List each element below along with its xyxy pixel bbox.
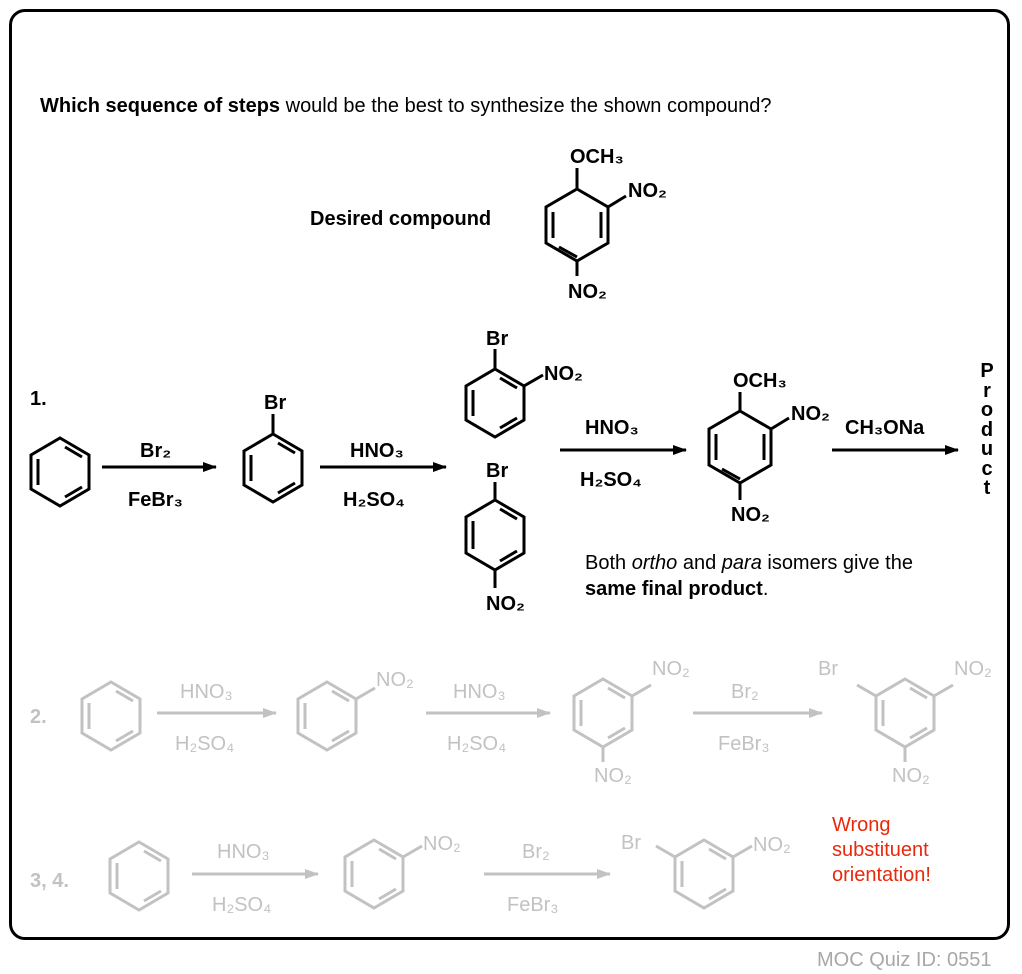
para-br-label: Br [486, 460, 508, 482]
route1-step2-bottom: H₂SO₄ [343, 489, 405, 511]
desired-no2-para: NO₂ [568, 281, 607, 303]
product-vertical-label: P r o d u c t [972, 360, 1002, 499]
wrong-orientation-note: Wrong substituent orientation! [832, 813, 931, 888]
route34-product-no2: NO₂ [753, 834, 791, 856]
route2-step1-top: HNO₃ [180, 681, 233, 703]
route1-benzene [29, 436, 91, 508]
note-ortho: ortho [631, 552, 678, 574]
desired-compound-label: Desired compound [310, 208, 491, 230]
route34-number: 3, 4. [30, 870, 69, 892]
route1-ortho-isomer [464, 349, 544, 439]
route1-number: 1. [30, 388, 47, 410]
wrong-line: substituent [832, 839, 929, 861]
ortho-br-label: Br [486, 328, 508, 350]
wrong-line: Wrong [832, 814, 891, 836]
intermediate-no2-para: NO₂ [731, 504, 770, 526]
route1-step1-bottom: FeBr₃ [128, 489, 183, 511]
product-letter: r [983, 379, 991, 402]
route34-nitrobenzene [343, 838, 423, 910]
intermediate-no2-ortho: NO₂ [791, 403, 830, 425]
route34-benzene [108, 840, 170, 912]
note-text: . [762, 578, 769, 600]
route1-bromobenzene [242, 414, 304, 504]
route2-product-no2-bottom: NO₂ [892, 765, 930, 787]
route34-step2-bottom: FeBr₃ [507, 894, 558, 916]
route2-product-br: Br [818, 658, 838, 680]
route34-step2-top: Br₂ [522, 841, 550, 863]
product-letter: t [983, 477, 991, 499]
desired-och3: OCH₃ [570, 146, 624, 168]
route34-product [655, 838, 753, 910]
question-text: Which sequence of steps would be the bes… [40, 96, 772, 116]
product-letter: c [981, 457, 993, 480]
route34-nitro-label: NO₂ [423, 833, 461, 855]
route2-dinitrobenzene [572, 677, 652, 762]
route2-step1-bottom: H₂SO₄ [175, 733, 234, 755]
route2-product [856, 677, 954, 762]
route2-step2-bottom: H₂SO₄ [447, 733, 506, 755]
desired-compound-structure [544, 168, 627, 276]
route2-step2-top: HNO₃ [453, 681, 506, 703]
route2-step3-bottom: FeBr₃ [718, 733, 769, 755]
route1-step1-top: Br₂ [140, 440, 171, 462]
route2-benzene [80, 680, 142, 752]
question-rest: would be the best to synthesize the show… [280, 95, 772, 117]
route2-product-no2-right: NO₂ [954, 658, 992, 680]
route1-step4-top: CH₃ONa [845, 417, 925, 439]
route1-step2-top: HNO₃ [350, 440, 404, 462]
route1-para-isomer [464, 482, 526, 588]
route2-nitro-label: NO₂ [376, 669, 414, 691]
route1-br-label: Br [264, 392, 286, 414]
route1-step3-top: HNO₃ [585, 417, 639, 439]
route34-product-br: Br [621, 832, 641, 854]
desired-no2-ortho: NO₂ [628, 180, 667, 202]
route2-number: 2. [30, 706, 47, 728]
note-bold: same final product [585, 578, 763, 600]
route1-note: Both ortho and para isomers give the same… [585, 550, 965, 602]
product-letter: u [980, 438, 994, 460]
route1-dinitro-intermediate [707, 392, 790, 500]
route1-step3-bottom: H₂SO₄ [580, 469, 642, 491]
product-letter: o [980, 399, 994, 421]
para-no2-label: NO₂ [486, 593, 525, 615]
route34-step1-bottom: H₂SO₄ [212, 894, 271, 916]
intermediate-och3: OCH₃ [733, 370, 787, 392]
route2-step3-top: Br₂ [731, 681, 759, 703]
product-letter: P [980, 360, 994, 382]
question-bold: Which sequence of steps [40, 95, 281, 117]
note-text: Both [585, 552, 632, 574]
note-text: isomers give the [761, 552, 913, 574]
quiz-id: MOC Quiz ID: 0551 [817, 949, 992, 971]
quiz-frame [9, 9, 1010, 940]
wrong-line: orientation! [832, 864, 931, 886]
product-letter: d [980, 418, 994, 441]
route2-dinitro-no2-bottom: NO₂ [594, 765, 632, 787]
note-para: para [721, 552, 762, 574]
ortho-no2-label: NO₂ [544, 363, 583, 385]
note-text: and [677, 552, 722, 574]
route34-step1-top: HNO₃ [217, 841, 270, 863]
route2-dinitro-no2-top: NO₂ [652, 658, 690, 680]
route2-nitrobenzene [296, 680, 376, 752]
